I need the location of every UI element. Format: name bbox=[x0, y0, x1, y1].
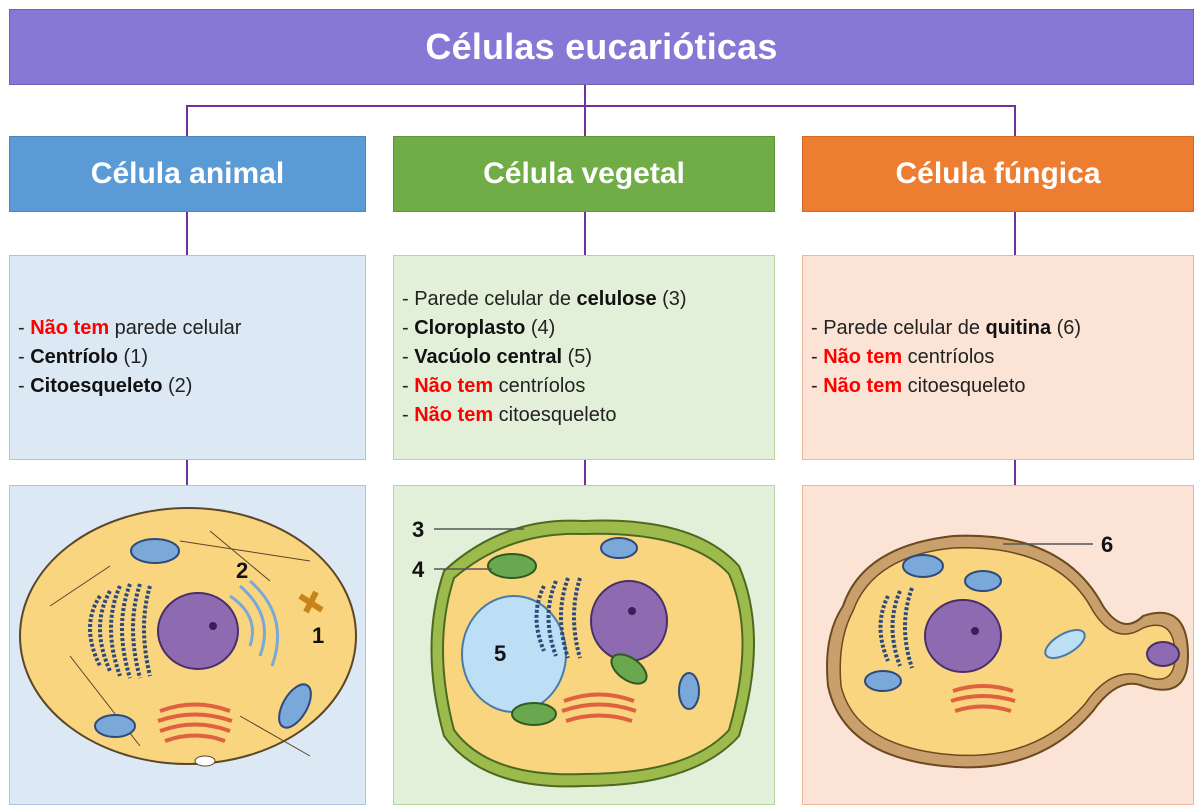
label-5: 5 bbox=[494, 641, 506, 666]
feature-highlight: Não tem bbox=[823, 375, 903, 397]
feature-rest: (1) bbox=[118, 346, 148, 368]
feature-highlight: quitina bbox=[985, 317, 1052, 339]
header-fungal-label: Célula fúngica bbox=[895, 157, 1101, 190]
feature-item: - Centríolo (1) bbox=[18, 343, 365, 372]
feature-rest: (4) bbox=[525, 317, 556, 339]
feature-item: - Cloroplasto (4) bbox=[402, 314, 774, 343]
diagram-title-bar: Células eucarióticas bbox=[9, 9, 1194, 85]
label-1: 1 bbox=[312, 623, 324, 648]
illustration-animal-cell: 2 1 bbox=[9, 485, 366, 805]
feature-highlight: Não tem bbox=[414, 375, 494, 397]
feature-item: - Parede celular de quitina (6) bbox=[811, 314, 1193, 343]
feature-prefix: - bbox=[402, 375, 415, 397]
feature-prefix: - Parede celular de bbox=[811, 317, 986, 339]
feature-prefix: - bbox=[811, 346, 824, 368]
feature-highlight: Vacúolo central bbox=[414, 346, 563, 368]
connector-vegetal-mid bbox=[584, 212, 586, 255]
feature-highlight: Não tem bbox=[30, 317, 110, 339]
feature-prefix: - bbox=[402, 346, 415, 368]
header-plant-label: Célula vegetal bbox=[483, 157, 685, 190]
illustration-plant-cell: 3 4 5 bbox=[393, 485, 775, 805]
header-animal-label: Célula animal bbox=[90, 157, 285, 190]
header-plant-cell: Célula vegetal bbox=[393, 136, 775, 212]
feature-item: - Parede celular de celulose (3) bbox=[402, 285, 774, 314]
features-fungal: - Parede celular de quitina (6)- Não tem… bbox=[802, 255, 1194, 460]
feature-item: - Não tem citoesqueleto bbox=[402, 401, 774, 430]
feature-rest: (5) bbox=[562, 346, 593, 368]
plant-cell-drawing: 3 4 5 bbox=[412, 517, 755, 788]
feature-rest: centríolos bbox=[902, 346, 995, 368]
fungal-cell-drawing: 6 bbox=[826, 532, 1190, 769]
connector-title-stem bbox=[584, 85, 586, 107]
illustration-fungal-cell: 6 bbox=[802, 485, 1194, 805]
feature-highlight: celulose bbox=[576, 288, 657, 310]
feature-rest: parede celular bbox=[109, 317, 242, 339]
connector-fungica-mid bbox=[1014, 212, 1016, 255]
feature-rest: citoesqueleto bbox=[902, 375, 1026, 397]
label-3: 3 bbox=[412, 517, 424, 542]
header-animal-cell: Célula animal bbox=[9, 136, 366, 212]
feature-prefix: - Parede celular de bbox=[402, 288, 577, 310]
feature-item: - Não tem citoesqueleto bbox=[811, 372, 1193, 401]
feature-rest: (3) bbox=[656, 288, 687, 310]
features-animal: - Não tem parede celular- Centríolo (1)-… bbox=[9, 255, 366, 460]
feature-rest: (2) bbox=[162, 375, 193, 397]
label-4: 4 bbox=[412, 557, 425, 582]
connector-animal-top bbox=[186, 105, 188, 136]
feature-item: - Não tem centríolos bbox=[402, 372, 774, 401]
feature-highlight: Citoesqueleto bbox=[30, 375, 163, 397]
feature-prefix: - bbox=[811, 375, 824, 397]
feature-rest: (6) bbox=[1051, 317, 1082, 339]
feature-rest: citoesqueleto bbox=[493, 404, 617, 426]
connector-vegetal-low bbox=[584, 460, 586, 485]
diagram-title: Células eucarióticas bbox=[425, 26, 778, 67]
connector-fungica-top bbox=[1014, 105, 1016, 136]
feature-item: - Vacúolo central (5) bbox=[402, 343, 774, 372]
feature-highlight: Cloroplasto bbox=[414, 317, 526, 339]
feature-highlight: Centríolo bbox=[30, 346, 118, 368]
feature-rest: centríolos bbox=[493, 375, 586, 397]
feature-item: - Não tem centríolos bbox=[811, 343, 1193, 372]
feature-item: - Não tem parede celular bbox=[18, 314, 365, 343]
label-2: 2 bbox=[236, 558, 248, 583]
connector-horizontal bbox=[186, 105, 1016, 107]
connector-fungica-low bbox=[1014, 460, 1016, 485]
connector-animal-mid bbox=[186, 212, 188, 255]
header-fungal-cell: Célula fúngica bbox=[802, 136, 1194, 212]
connector-animal-low bbox=[186, 460, 188, 485]
feature-prefix: - bbox=[18, 317, 31, 339]
feature-highlight: Não tem bbox=[414, 404, 494, 426]
feature-highlight: Não tem bbox=[823, 346, 903, 368]
animal-cell-drawing: 2 1 bbox=[19, 507, 357, 767]
feature-prefix: - bbox=[402, 317, 415, 339]
label-6: 6 bbox=[1101, 532, 1113, 557]
connector-vegetal-top bbox=[584, 105, 586, 136]
feature-prefix: - bbox=[402, 404, 415, 426]
feature-item: - Citoesqueleto (2) bbox=[18, 372, 365, 401]
features-plant: - Parede celular de celulose (3)- Clorop… bbox=[393, 255, 775, 460]
feature-prefix: - bbox=[18, 375, 31, 397]
feature-prefix: - bbox=[18, 346, 31, 368]
